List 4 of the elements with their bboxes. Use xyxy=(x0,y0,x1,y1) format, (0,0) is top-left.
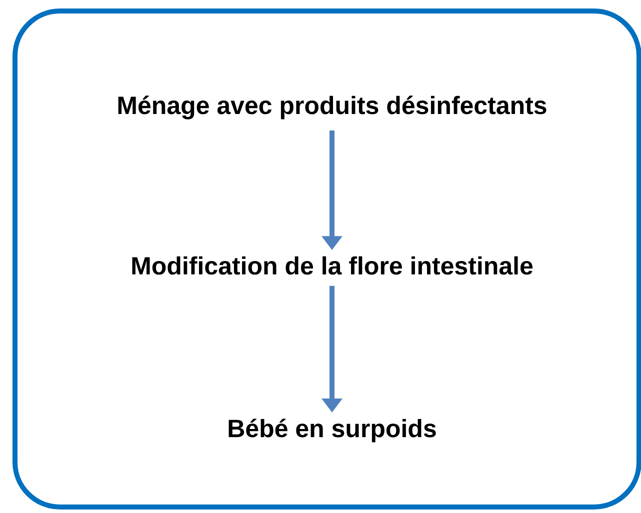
frame-box xyxy=(12,8,641,510)
step-text: Ménage avec produits désinfectants xyxy=(118,96,546,120)
step-text: Bébé en surpoids xyxy=(228,418,436,442)
step-text: Modification de la flore intestinale xyxy=(132,256,533,275)
